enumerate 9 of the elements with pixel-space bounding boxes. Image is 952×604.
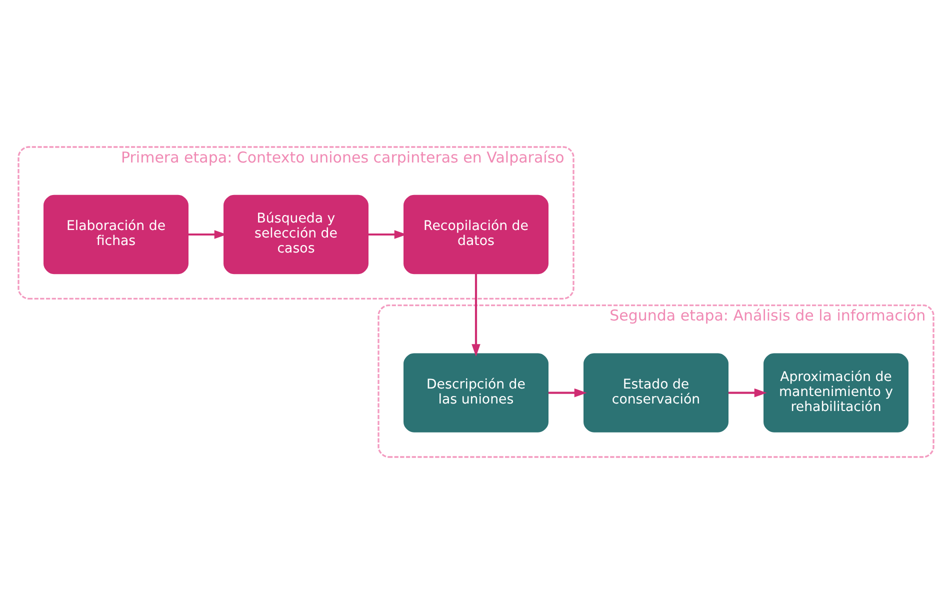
arrow <box>548 388 587 398</box>
arrow <box>728 388 767 398</box>
node-box: Aproximación de mantenimiento y rehabilitación <box>764 353 908 432</box>
arrow <box>472 274 480 357</box>
node-box: Estado de conservación <box>584 353 728 432</box>
node-box: Elaboración de fichas <box>44 194 188 274</box>
node-box: Recopilación de datos <box>404 194 548 274</box>
node-box: Búsqueda y selección de casos <box>224 194 368 274</box>
node-box: Descripción de las uniones <box>404 353 548 432</box>
